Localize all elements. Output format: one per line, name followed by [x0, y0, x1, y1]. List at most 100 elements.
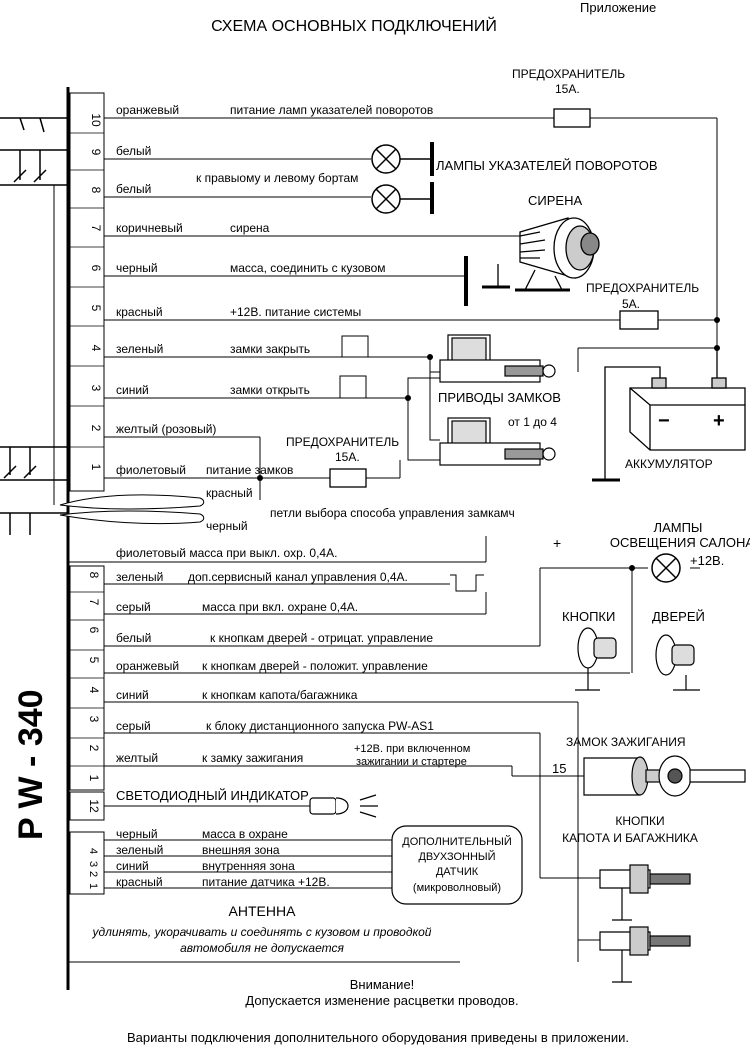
- wire-description: сирена: [230, 221, 270, 235]
- pin-number: 8: [87, 572, 101, 579]
- wire-color: серый: [116, 600, 151, 614]
- turn-lamp-upper: [371, 142, 434, 176]
- violet-wire-label: фиолетовый масса при выкл. охр. 0,4А.: [116, 546, 337, 560]
- hood-button-upper: [599, 864, 691, 921]
- siren-label: СИРЕНА: [528, 193, 582, 208]
- pin-number: 1: [87, 775, 101, 782]
- junction-dot: [257, 475, 263, 481]
- wire-color: синий: [116, 859, 149, 873]
- fuse-label: ПРЕДОХРАНИТЕЛЬ: [586, 281, 699, 295]
- interior-lamp-icon: [651, 553, 681, 583]
- sensor-wires: [104, 839, 392, 889]
- ignition-pin-label: 15: [552, 761, 566, 776]
- hood-button-lower: [599, 926, 691, 983]
- junction-dot: [714, 317, 720, 323]
- top-wires: [104, 117, 718, 500]
- wire-color: черный: [116, 827, 158, 841]
- wire-description: питание замков: [206, 463, 293, 477]
- wire-description: масса при вкл. охране 0,4А.: [202, 600, 358, 614]
- battery-plus-sign: +: [713, 410, 725, 432]
- wire-description: питание ламп указателей поворотов: [230, 103, 433, 117]
- wire-color: оранжевый: [116, 103, 179, 117]
- appendix-label: Приложение: [580, 0, 656, 15]
- wire-description: к кнопкам дверей - положит. управление: [202, 659, 428, 673]
- wire-description: питание датчика +12В.: [202, 875, 330, 889]
- pin-number: 3: [87, 861, 99, 867]
- wire-color: коричневый: [116, 221, 183, 235]
- attention-label: Внимание!: [350, 977, 415, 992]
- sensor-label: ДАТЧИК: [436, 866, 479, 878]
- wire-color: желтый: [116, 751, 158, 765]
- led-label: СВЕТОДИОДНЫЙ ИНДИКАТОР: [116, 788, 309, 803]
- top-connector: [69, 92, 105, 492]
- ignition-lock-icon: [583, 755, 746, 797]
- pin-number: 1: [87, 883, 99, 889]
- siren-icon: [482, 217, 600, 292]
- turn-lamps-label: ЛАМПЫ УКАЗАТЕЛЕЙ ПОВОРОТОВ: [436, 158, 658, 173]
- sensor-pin-colors: черный зеленый синий красный: [116, 827, 163, 889]
- wire-description: к кнопкам дверей - отрицат. управление: [210, 631, 433, 645]
- wire-color: оранжевый: [116, 659, 179, 673]
- pin-number: 7: [89, 225, 103, 232]
- wire-description: к кнопкам капота/багажника: [202, 688, 358, 702]
- wire-description: масса, соединить с кузовом: [230, 261, 386, 275]
- relay-contacts-top: [0, 117, 68, 186]
- battery-label: АККУМУЛЯТОР: [625, 457, 713, 471]
- wire-description: внешняя зона: [202, 843, 280, 857]
- sensor-connector: [69, 831, 105, 895]
- pin-number: 4: [89, 345, 103, 352]
- pin-number: 6: [89, 265, 103, 272]
- wire-description: замки открыть: [230, 383, 310, 397]
- pin-number: 2: [87, 871, 99, 877]
- wire-color: белый: [116, 631, 151, 645]
- sensor-box-text: ДОПОЛНИТЕЛЬНЫЙ ДВУХЗОННЫЙ ДАТЧИК (микров…: [402, 835, 512, 894]
- plus12-label: +12В.: [690, 553, 724, 568]
- wire-color: белый: [116, 144, 151, 158]
- sensor-pin-numbers: 4 3 2 1: [87, 848, 99, 889]
- fuse-label: ПРЕДОХРАНИТЕЛЬ: [512, 67, 625, 81]
- top-pin-numbers: 10 9 8 7 6 5 4 3 2 1: [89, 113, 103, 470]
- antenna-title: АНТЕННА: [229, 903, 297, 919]
- wire-description: +12В. питание системы: [230, 305, 361, 319]
- pin-number: 12: [87, 799, 101, 813]
- wire-color: серый: [116, 719, 151, 733]
- wire-color: желтый (розовый): [116, 422, 216, 436]
- sensor-label: ДВУХЗОННЫЙ: [418, 850, 495, 863]
- hood-buttons-label: КАПОТА И БАГАЖНИКА: [562, 831, 698, 845]
- sensor-label: (микроволновый): [413, 882, 501, 894]
- interior-lamps-label: ЛАМПЫ: [654, 520, 703, 535]
- wire-description: замки закрыть: [230, 342, 310, 356]
- mid-pin-descriptions: доп.сервисный канал управления 0,4А. мас…: [188, 570, 434, 765]
- doors-label: ДВЕРЕЙ: [652, 609, 705, 624]
- wire-description: доп.сервисный канал управления 0,4А.: [188, 570, 408, 584]
- loop-red-label: красный: [206, 486, 253, 500]
- pin-number: 4: [87, 687, 101, 694]
- wire-color: белый: [116, 182, 151, 196]
- fuse-label: ПРЕДОХРАНИТЕЛЬ: [286, 435, 399, 449]
- buttons-label: КНОПКИ: [562, 609, 615, 624]
- wire-color: зеленый: [116, 570, 163, 584]
- wire-color: красный: [116, 875, 163, 889]
- wire-description: к блоку дистанционного запуска PW-AS1: [206, 719, 434, 733]
- lock-drives-label: ПРИВОДЫ ЗАМКОВ: [438, 390, 561, 405]
- pin-number: 3: [89, 385, 103, 392]
- pin-number: 6: [87, 627, 101, 634]
- junction-dot: [427, 354, 433, 360]
- fuse-value: 15А.: [555, 82, 580, 96]
- wire-color: синий: [116, 383, 149, 397]
- fuse-15a-top: [553, 108, 591, 128]
- attention-note: Допускается изменение расцветки проводов…: [245, 993, 518, 1008]
- mid-connector: [69, 565, 105, 791]
- turn-lamp-lower: [371, 182, 434, 214]
- pin-number: 5: [87, 657, 101, 664]
- mid-wires: [104, 567, 700, 962]
- pin-number: 9: [89, 149, 103, 156]
- pulse-shapes: [318, 335, 386, 399]
- battery-minus-sign: −: [658, 410, 670, 432]
- pin-number: 3: [87, 716, 101, 723]
- lock-range-label: от 1 до 4: [508, 415, 557, 429]
- junction-dot: [405, 395, 411, 401]
- door-button-right: [655, 634, 700, 691]
- wire-description: внутренняя зона: [202, 859, 295, 873]
